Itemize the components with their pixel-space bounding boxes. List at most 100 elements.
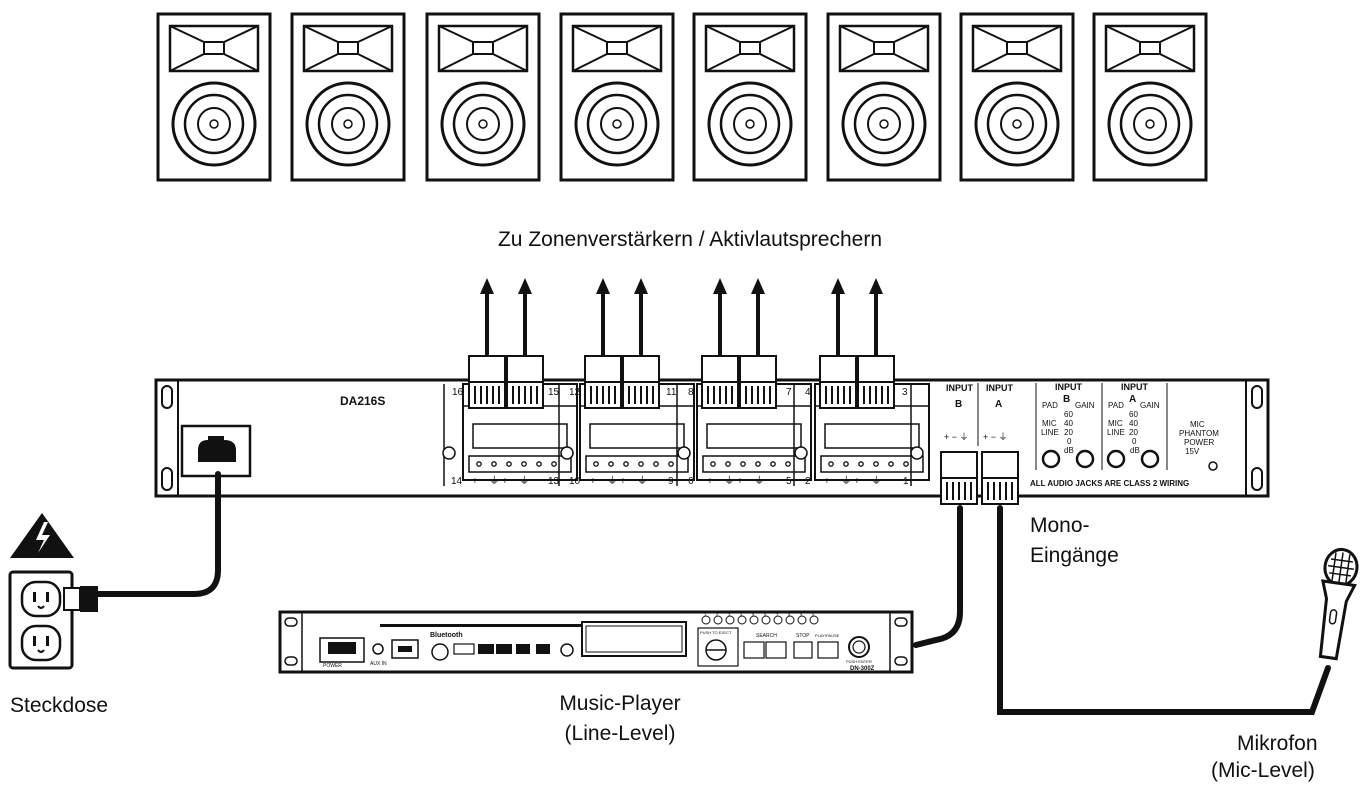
output-channel-number: 14 (451, 476, 463, 487)
preset-label: 4 (740, 612, 743, 617)
mixer-model-label: DA216S (340, 394, 385, 408)
mono-inputs-label-line1: Mono- (1030, 514, 1090, 537)
player-power-label: POWER (323, 663, 342, 669)
gain-a-letter: A (1129, 394, 1136, 405)
bt-button[interactable] (431, 643, 449, 661)
input-b-plug (940, 451, 978, 505)
input-b-letter: B (955, 399, 962, 410)
phantom-line: POWER (1184, 438, 1214, 447)
cd-slot (380, 624, 592, 627)
phantom-line: PHANTOM (1179, 429, 1219, 438)
output-plug (584, 355, 622, 409)
speaker-icon (425, 12, 541, 182)
pad-label: PAD (1108, 401, 1124, 410)
terminal-legend: + − ⏚ + − ⏚ (824, 475, 881, 487)
output-channel-number: 10 (569, 476, 581, 487)
line-label: LINE (1107, 428, 1125, 437)
line-label: LINE (1041, 428, 1059, 437)
player-aux-label: AUX IN (370, 661, 387, 667)
speaker-icon (826, 12, 942, 182)
preset-button[interactable] (701, 615, 711, 625)
output-channel-number: 11 (666, 387, 677, 398)
input-b-title: INPUT (946, 383, 974, 393)
speaker-icon (959, 12, 1075, 182)
preset-button[interactable] (713, 615, 723, 625)
preset-label: 9 (800, 612, 803, 617)
output-arrow-icon (749, 276, 767, 360)
microphone-icon (1318, 547, 1359, 661)
output-plug (739, 355, 777, 409)
mono-inputs-label-line2: Eingänge (1030, 544, 1119, 567)
warning-icon (10, 513, 74, 558)
pad-switch-a[interactable] (1106, 449, 1126, 469)
speaker-icon (1092, 12, 1208, 182)
preset-label: 6 (764, 612, 767, 617)
mic-cable (997, 505, 1331, 715)
output-plug (506, 355, 544, 409)
preset-button[interactable] (773, 615, 783, 625)
gain-value: 40 (1064, 419, 1073, 428)
gain-value: 40 (1129, 419, 1138, 428)
power-inlet-icon (198, 436, 236, 462)
speaker-row (156, 12, 1208, 182)
output-arrow-icon (829, 276, 847, 360)
gain-label: GAIN (1140, 401, 1160, 410)
preset-label: 8 (788, 612, 791, 617)
gain-value: 0 (1067, 437, 1072, 446)
search-back-button[interactable] (743, 641, 765, 659)
gain-b-title: INPUT (1055, 382, 1083, 392)
output-arrow-icon (516, 276, 534, 360)
output-plug (857, 355, 895, 409)
mic-label-line2: (Mic-Level) (1211, 759, 1315, 782)
player-model-label: DN-300Z (850, 666, 875, 672)
gain-label: GAIN (1075, 401, 1095, 410)
player-eject-label: PUSH TO EJECT (700, 630, 732, 635)
preset-button[interactable] (761, 615, 771, 625)
preset-label: 1 (704, 612, 707, 617)
preset-button[interactable] (725, 615, 735, 625)
phantom-line: MIC (1190, 420, 1205, 429)
db-label: dB (1130, 446, 1140, 455)
preset-label: 0 (812, 612, 815, 617)
gain-knob-a[interactable] (1140, 449, 1160, 469)
power-cable (91, 471, 221, 597)
preset-button[interactable] (737, 615, 747, 625)
speaker-icon (559, 12, 675, 182)
output-channel-number: 3 (902, 387, 908, 398)
search-forward-button[interactable] (765, 641, 787, 659)
output-arrow-icon (867, 276, 885, 360)
player-search-label: SEARCH (756, 633, 777, 639)
cables (91, 471, 1331, 715)
play-pause-button[interactable] (817, 641, 839, 659)
gain-value: 20 (1129, 428, 1138, 437)
stop-button[interactable] (793, 641, 813, 659)
player-enter-label: PUSH ENTER (846, 659, 872, 664)
input-a-plug (981, 451, 1019, 505)
preset-button[interactable] (785, 615, 795, 625)
preset-button[interactable] (797, 615, 807, 625)
db-label: dB (1064, 446, 1074, 455)
preset-label: 5 (752, 612, 755, 617)
output-arrow-icon (632, 276, 650, 360)
preset-button[interactable] (809, 615, 819, 625)
gain-value: 0 (1132, 437, 1137, 446)
gain-knob-b[interactable] (1075, 449, 1095, 469)
terminal-legend: + − ⏚ + − ⏚ (707, 475, 764, 487)
output-channel-number: 8 (688, 387, 694, 398)
mic-label-line1: Mikrofon (1237, 732, 1318, 755)
input-a-letter: A (995, 399, 1002, 410)
gain-value: 20 (1064, 428, 1073, 437)
speaker-icon (692, 12, 808, 182)
outlet-label: Steckdose (10, 694, 109, 717)
gain-value: 60 (1064, 410, 1073, 419)
pad-switch-b[interactable] (1041, 449, 1061, 469)
mic-label: MIC (1108, 419, 1123, 428)
preset-button[interactable] (749, 615, 759, 625)
phantom-line: 15V (1185, 447, 1200, 456)
phantom-switch[interactable] (1208, 461, 1218, 471)
output-arrows (478, 276, 885, 360)
player-label-line1: Music-Player (559, 692, 681, 715)
player-bluetooth-label: Bluetooth (430, 632, 463, 639)
output-channel-number: 13 (548, 476, 560, 487)
